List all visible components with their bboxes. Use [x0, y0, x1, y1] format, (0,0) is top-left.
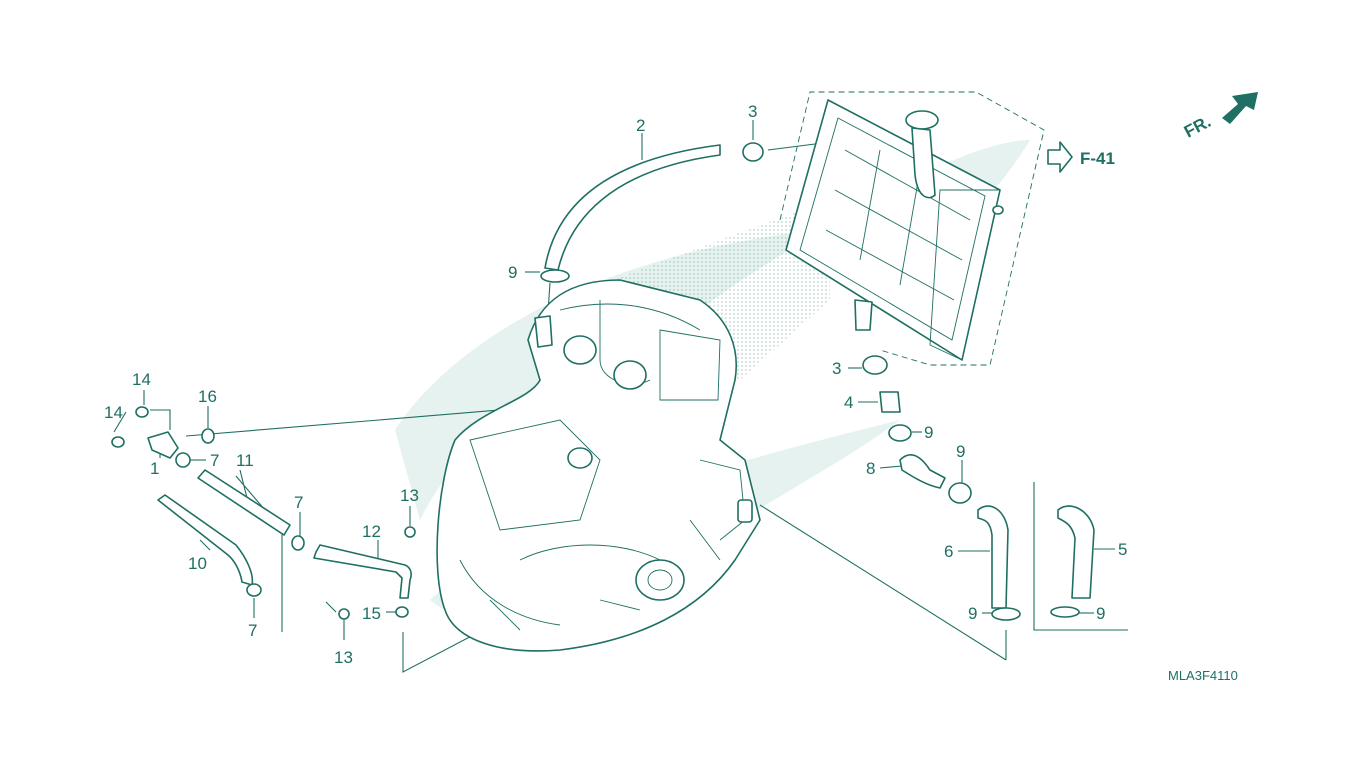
callout-12: 12 [362, 522, 381, 541]
callout-13-a: 13 [400, 486, 419, 505]
part-16-o-ring [201, 428, 215, 444]
callout-9-a: 9 [508, 263, 517, 282]
part-9-clamp-d [991, 607, 1021, 621]
part-6-hose [977, 505, 1009, 609]
callout-13-b: 13 [334, 648, 353, 667]
callout-9-e: 9 [1096, 604, 1105, 623]
callout-10: 10 [188, 554, 207, 573]
part-3-clamp-lower [862, 355, 888, 375]
part-5-hose [1057, 505, 1095, 599]
part-13-bolt-b [338, 608, 350, 620]
ref-arrow [1047, 141, 1073, 173]
callout-7-b: 7 [294, 493, 303, 512]
callout-8: 8 [866, 459, 875, 478]
part-7-clamp-c [246, 583, 262, 597]
callout-7-c: 7 [248, 621, 257, 640]
radiator-assembly [779, 91, 1045, 366]
diagram-code: MLA3F4110 [1168, 668, 1238, 683]
part-14-bolt-a [135, 406, 149, 418]
part-7-clamp-b [291, 535, 305, 551]
part-14-bolt-b [111, 436, 125, 448]
callout-7-a: 7 [210, 451, 219, 470]
part-13-bolt-a [404, 526, 416, 538]
part-9-clamp-b [888, 424, 912, 442]
part-12-pipe [313, 544, 412, 599]
ref-label-f41: F-41 [1080, 149, 1115, 168]
callout-9-c: 9 [956, 442, 965, 461]
callout-5: 5 [1118, 540, 1127, 559]
callout-1: 1 [150, 459, 159, 478]
part-9-clamp-e [1050, 606, 1080, 618]
callout-14-a: 14 [132, 370, 151, 389]
part-11-hose [197, 469, 291, 536]
part-1-fitting [147, 431, 179, 459]
part-3-clamp-upper [742, 142, 764, 162]
callout-3-lower: 3 [832, 359, 841, 378]
callout-15: 15 [362, 604, 381, 623]
front-direction-label: FR. [1181, 112, 1214, 142]
front-direction-arrow [1222, 92, 1258, 124]
callout-3-upper: 3 [748, 102, 757, 121]
engine-block [436, 279, 761, 652]
callout-14-b: 14 [104, 403, 123, 422]
part-2-hose [544, 144, 721, 271]
callout-11: 11 [236, 451, 254, 470]
callout-9-b: 9 [924, 423, 933, 442]
callout-9-d: 9 [968, 604, 977, 623]
callout-2: 2 [636, 116, 645, 135]
part-9-clamp-a [540, 269, 570, 283]
callout-16: 16 [198, 387, 217, 406]
callout-4: 4 [844, 393, 853, 412]
part-7-clamp-a [175, 452, 191, 468]
part-4-joint [879, 391, 901, 413]
part-9-clamp-c [948, 482, 972, 504]
part-15-washer [395, 606, 409, 618]
part-8-hose [899, 454, 946, 489]
callout-6: 6 [944, 542, 953, 561]
